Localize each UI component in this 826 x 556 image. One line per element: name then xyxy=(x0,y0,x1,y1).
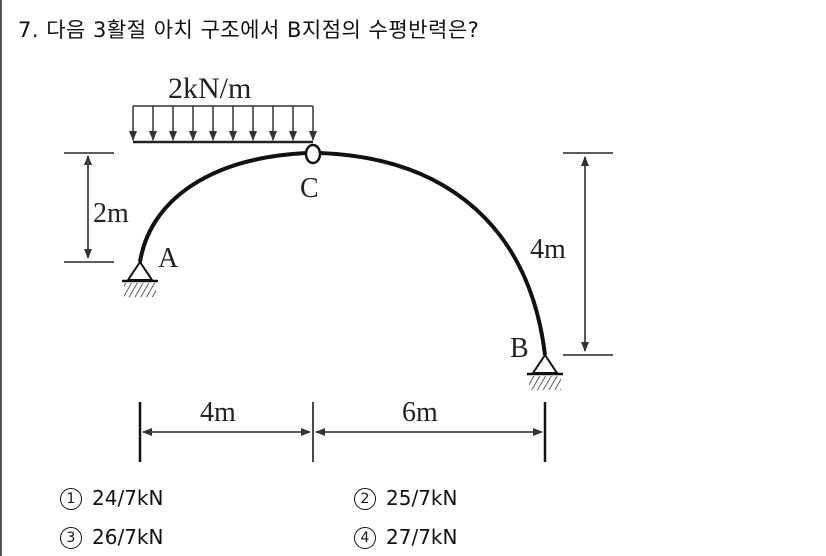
height-left-label: 2m xyxy=(93,198,129,229)
choice-3[interactable]: 3 26/7kN xyxy=(60,525,163,549)
hinge-c-label: C xyxy=(300,173,319,204)
distributed-load xyxy=(129,105,317,144)
choice-number: 3 xyxy=(60,527,82,549)
choice-1[interactable]: 1 24/7kN xyxy=(60,486,163,510)
choice-4[interactable]: 4 27/7kN xyxy=(354,525,457,549)
support-a-label: A xyxy=(158,243,179,274)
choice-text: 24/7kN xyxy=(92,486,164,510)
choice-2[interactable]: 2 25/7kN xyxy=(354,486,457,510)
arch-left-segment xyxy=(138,151,307,263)
question-number: 7. xyxy=(18,18,40,42)
choice-text: 25/7kN xyxy=(386,486,458,510)
choice-number: 4 xyxy=(354,527,376,549)
choice-number: 2 xyxy=(354,488,376,510)
span-dimension xyxy=(138,402,547,462)
pin-support-a-icon xyxy=(122,260,158,297)
choice-text: 27/7kN xyxy=(386,525,458,549)
right-height-dimension xyxy=(563,152,613,356)
hinge-c-icon xyxy=(304,143,322,165)
question-text: 7. 다음 3활절 아치 구조에서 B지점의 수평반력은? xyxy=(18,14,479,44)
choice-text: 26/7kN xyxy=(92,525,164,549)
load-label: 2kN/m xyxy=(168,72,251,105)
support-b-label: B xyxy=(510,333,529,364)
height-right-label: 4m xyxy=(530,234,566,265)
arch-right-segment xyxy=(319,151,547,356)
span-right-label: 6m xyxy=(402,397,438,428)
span-left-label: 4m xyxy=(200,397,236,428)
pin-support-b-icon xyxy=(527,353,563,390)
left-height-dimension xyxy=(64,152,114,263)
question-body: 다음 3활절 아치 구조에서 B지점의 수평반력은? xyxy=(46,18,480,42)
choice-number: 1 xyxy=(60,488,82,510)
